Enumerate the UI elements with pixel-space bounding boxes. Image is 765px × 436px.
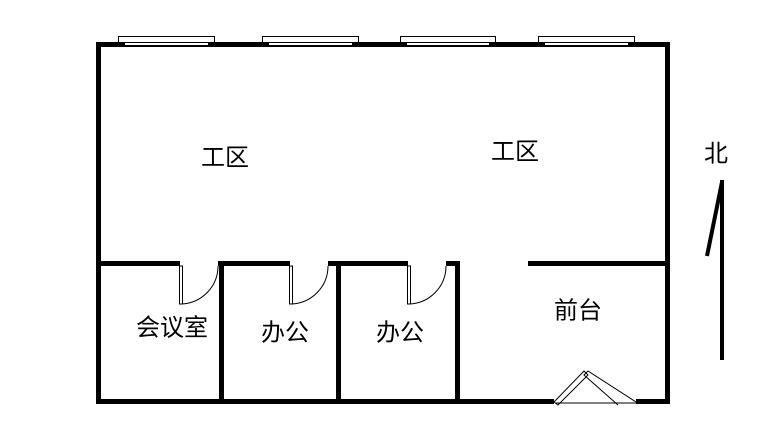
wall-inner — [96, 261, 180, 266]
door-office-1[interactable] — [289, 265, 329, 305]
room-label-office-2: 办公 — [376, 318, 424, 347]
window — [400, 36, 496, 46]
wall-inner — [446, 261, 460, 266]
north-label: 北 — [704, 139, 728, 168]
wall-partition — [336, 261, 341, 404]
door-entrance[interactable] — [553, 370, 637, 406]
wall-partition — [455, 261, 460, 404]
window — [538, 36, 635, 46]
room-label-work-area-left: 工区 — [201, 143, 249, 172]
room-label-meeting-room: 会议室 — [136, 313, 208, 342]
north-arrow-icon — [705, 180, 724, 360]
wall-top — [96, 42, 670, 47]
wall-left — [96, 42, 101, 404]
wall-inner — [218, 261, 290, 266]
window — [262, 36, 359, 46]
door-office-2[interactable] — [407, 265, 447, 305]
wall-inner — [328, 261, 408, 266]
wall-inner — [528, 261, 670, 266]
window — [118, 36, 215, 46]
wall-bottom-left — [96, 399, 554, 404]
walls — [96, 42, 670, 404]
room-label-office-1: 办公 — [261, 318, 309, 347]
wall-partition — [219, 261, 224, 404]
doors — [179, 265, 637, 406]
wall-bottom-right — [636, 399, 670, 404]
windows — [118, 36, 635, 46]
room-label-reception: 前台 — [554, 296, 602, 325]
door-meeting-room[interactable] — [179, 265, 219, 305]
wall-right — [665, 42, 670, 404]
room-label-work-area-right: 工区 — [491, 137, 539, 166]
